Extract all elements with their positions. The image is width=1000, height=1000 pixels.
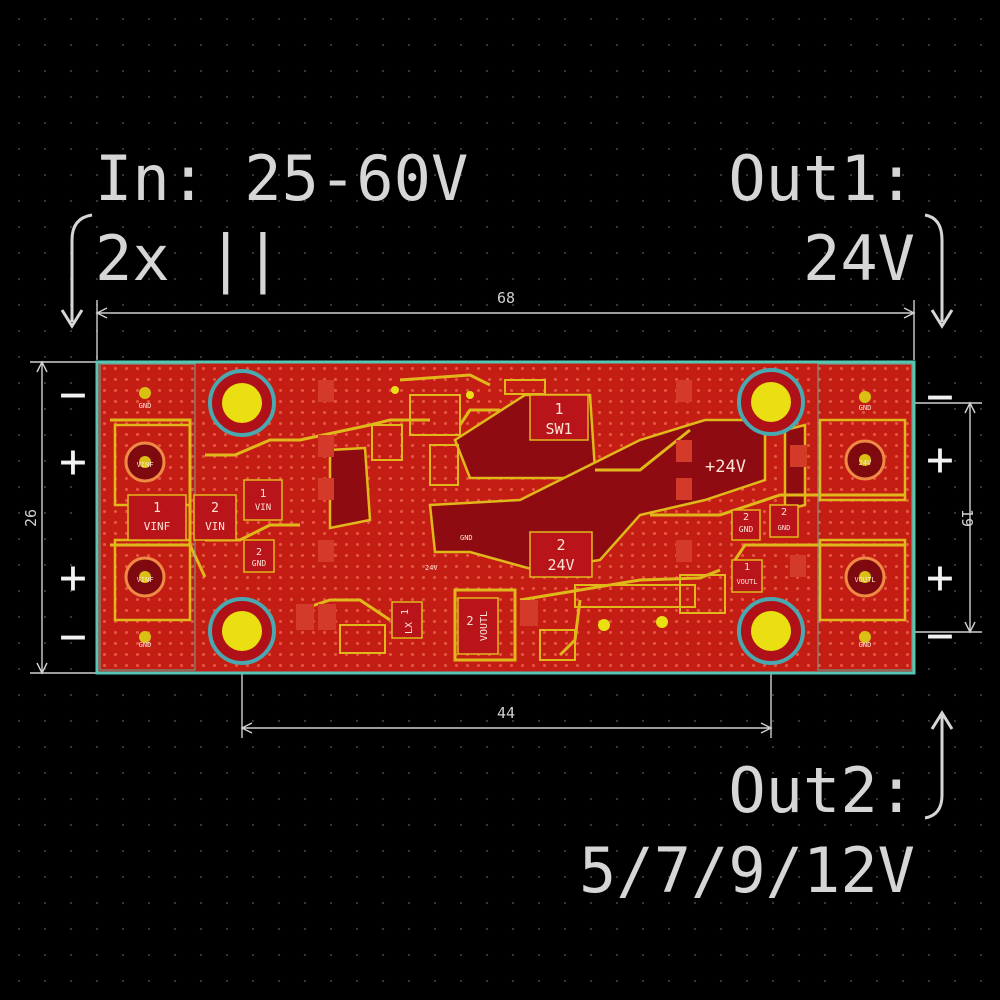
gnd-right-pad-number: 2 <box>781 507 787 518</box>
controller-ic <box>339 379 726 661</box>
lx-pad-number: 1 <box>400 609 411 615</box>
sw1-pad-label: SW1 <box>545 420 572 438</box>
terminal-label-right-gnd-top: GND <box>859 404 872 412</box>
polarity-right-bottom: − <box>926 608 954 662</box>
input-parallel-label: 2x || <box>95 222 282 296</box>
pad-right-gnd-bottom <box>859 631 871 643</box>
out1-arrow <box>924 213 944 322</box>
plus24v-net-label: +24V <box>705 457 746 477</box>
height-dimension: 26 <box>22 509 40 527</box>
pad-sw1 <box>529 394 589 441</box>
vin1-pad-number: 1 <box>260 487 267 500</box>
voutl-pad-label: VOUTL <box>479 611 490 641</box>
pad-left-gnd-top <box>139 387 151 399</box>
output-terminal-1 <box>818 418 907 502</box>
polarity-right-plus-1: + <box>926 432 954 486</box>
out1-arrow-head <box>930 309 954 329</box>
24v-pad-label: 24V <box>547 556 574 574</box>
out2-label: Out2: <box>728 754 915 827</box>
vin2-pad-number: 2 <box>211 501 219 516</box>
24v-net-small: 24V <box>425 564 438 572</box>
gnd-pad-label: GND <box>252 559 267 568</box>
pad-voutl <box>457 597 499 655</box>
pad-vinf <box>127 494 187 541</box>
gnd-right-pad-label: GND <box>778 524 791 532</box>
polarity-left-plus-1: + <box>59 434 87 488</box>
hole-spacing-dimension: 44 <box>497 704 515 722</box>
annotation-arrows <box>60 213 954 820</box>
out2-arrow-head <box>930 710 954 730</box>
gnd-pad-number: 2 <box>256 547 262 558</box>
polarity-left-top: − <box>59 367 87 421</box>
terminal-label-left-gnd-top: GND <box>139 402 152 410</box>
voutl-right-pad-number: 1 <box>744 562 750 573</box>
pad-gnd-right <box>769 504 799 538</box>
v24-right-pour <box>783 423 807 512</box>
pad-vin-1 <box>243 479 283 521</box>
pad-voutl-right <box>731 559 763 593</box>
pad-vin-2 <box>193 494 237 541</box>
pad-left-gnd-bottom <box>139 631 151 643</box>
pad-lx <box>391 601 423 639</box>
smd-pads <box>296 380 806 630</box>
terminal-label-left-vinf-2: VINF <box>137 576 154 584</box>
gnd-mid-pad-number: 2 <box>743 512 749 523</box>
component-pads <box>127 394 799 655</box>
output-terminal-2 <box>818 538 907 622</box>
gnd-mid-pad-label: GND <box>739 525 754 534</box>
voutl-right-pad-label: VOUTL <box>736 578 757 586</box>
terminal-label-right-voutl: VOUTL <box>854 576 875 584</box>
vinf-pad-number: 1 <box>153 501 161 516</box>
output-pitch-dimension: 19 <box>958 509 976 527</box>
sw1-pad-number: 1 <box>554 400 563 418</box>
polarity-right-top: − <box>926 369 954 423</box>
vinf-pad-label: VINF <box>144 520 171 533</box>
polarity-left-bottom: − <box>59 609 87 663</box>
out1-voltage-label: 24V <box>803 222 915 295</box>
out2-voltage-label: 5/7/9/12V <box>579 834 915 907</box>
vin-pour <box>328 446 372 530</box>
pcb-board: GND VINF VINF GND GND 24V VOUTL GND <box>95 360 916 675</box>
terminal-label-right-gnd-bottom: GND <box>859 641 872 649</box>
lx-pad-label: LX <box>404 622 415 634</box>
polarity-left-plus-2: + <box>59 550 87 604</box>
terminal-pads <box>124 387 886 643</box>
gnd-net-small: GND <box>460 534 473 542</box>
pad-right-gnd-top <box>859 391 871 403</box>
vin2-pad-label: VIN <box>205 520 225 533</box>
terminal-label-left-vinf-1: VINF <box>137 461 154 469</box>
input-arrow-head <box>60 309 84 329</box>
vin1-pad-label: VIN <box>255 503 271 513</box>
width-dimension: 68 <box>497 289 515 307</box>
24v-pad-number: 2 <box>556 536 565 554</box>
large-vias <box>391 386 668 631</box>
pad-gnd-mid <box>731 509 761 541</box>
polarity-right-plus-2: + <box>926 550 954 604</box>
input-voltage-label: In: 25-60V <box>95 142 468 215</box>
terminal-label-right-24v: 24V <box>859 459 872 467</box>
mounting-holes <box>208 368 805 665</box>
pad-24v <box>529 531 593 578</box>
out1-label: Out1: <box>728 142 915 215</box>
voutl-pad-number: 2 <box>466 614 473 628</box>
input-arrow <box>70 213 93 322</box>
pad-gnd <box>243 539 275 573</box>
terminal-label-left-gnd-bottom: GND <box>139 641 152 649</box>
out2-arrow <box>924 715 944 820</box>
